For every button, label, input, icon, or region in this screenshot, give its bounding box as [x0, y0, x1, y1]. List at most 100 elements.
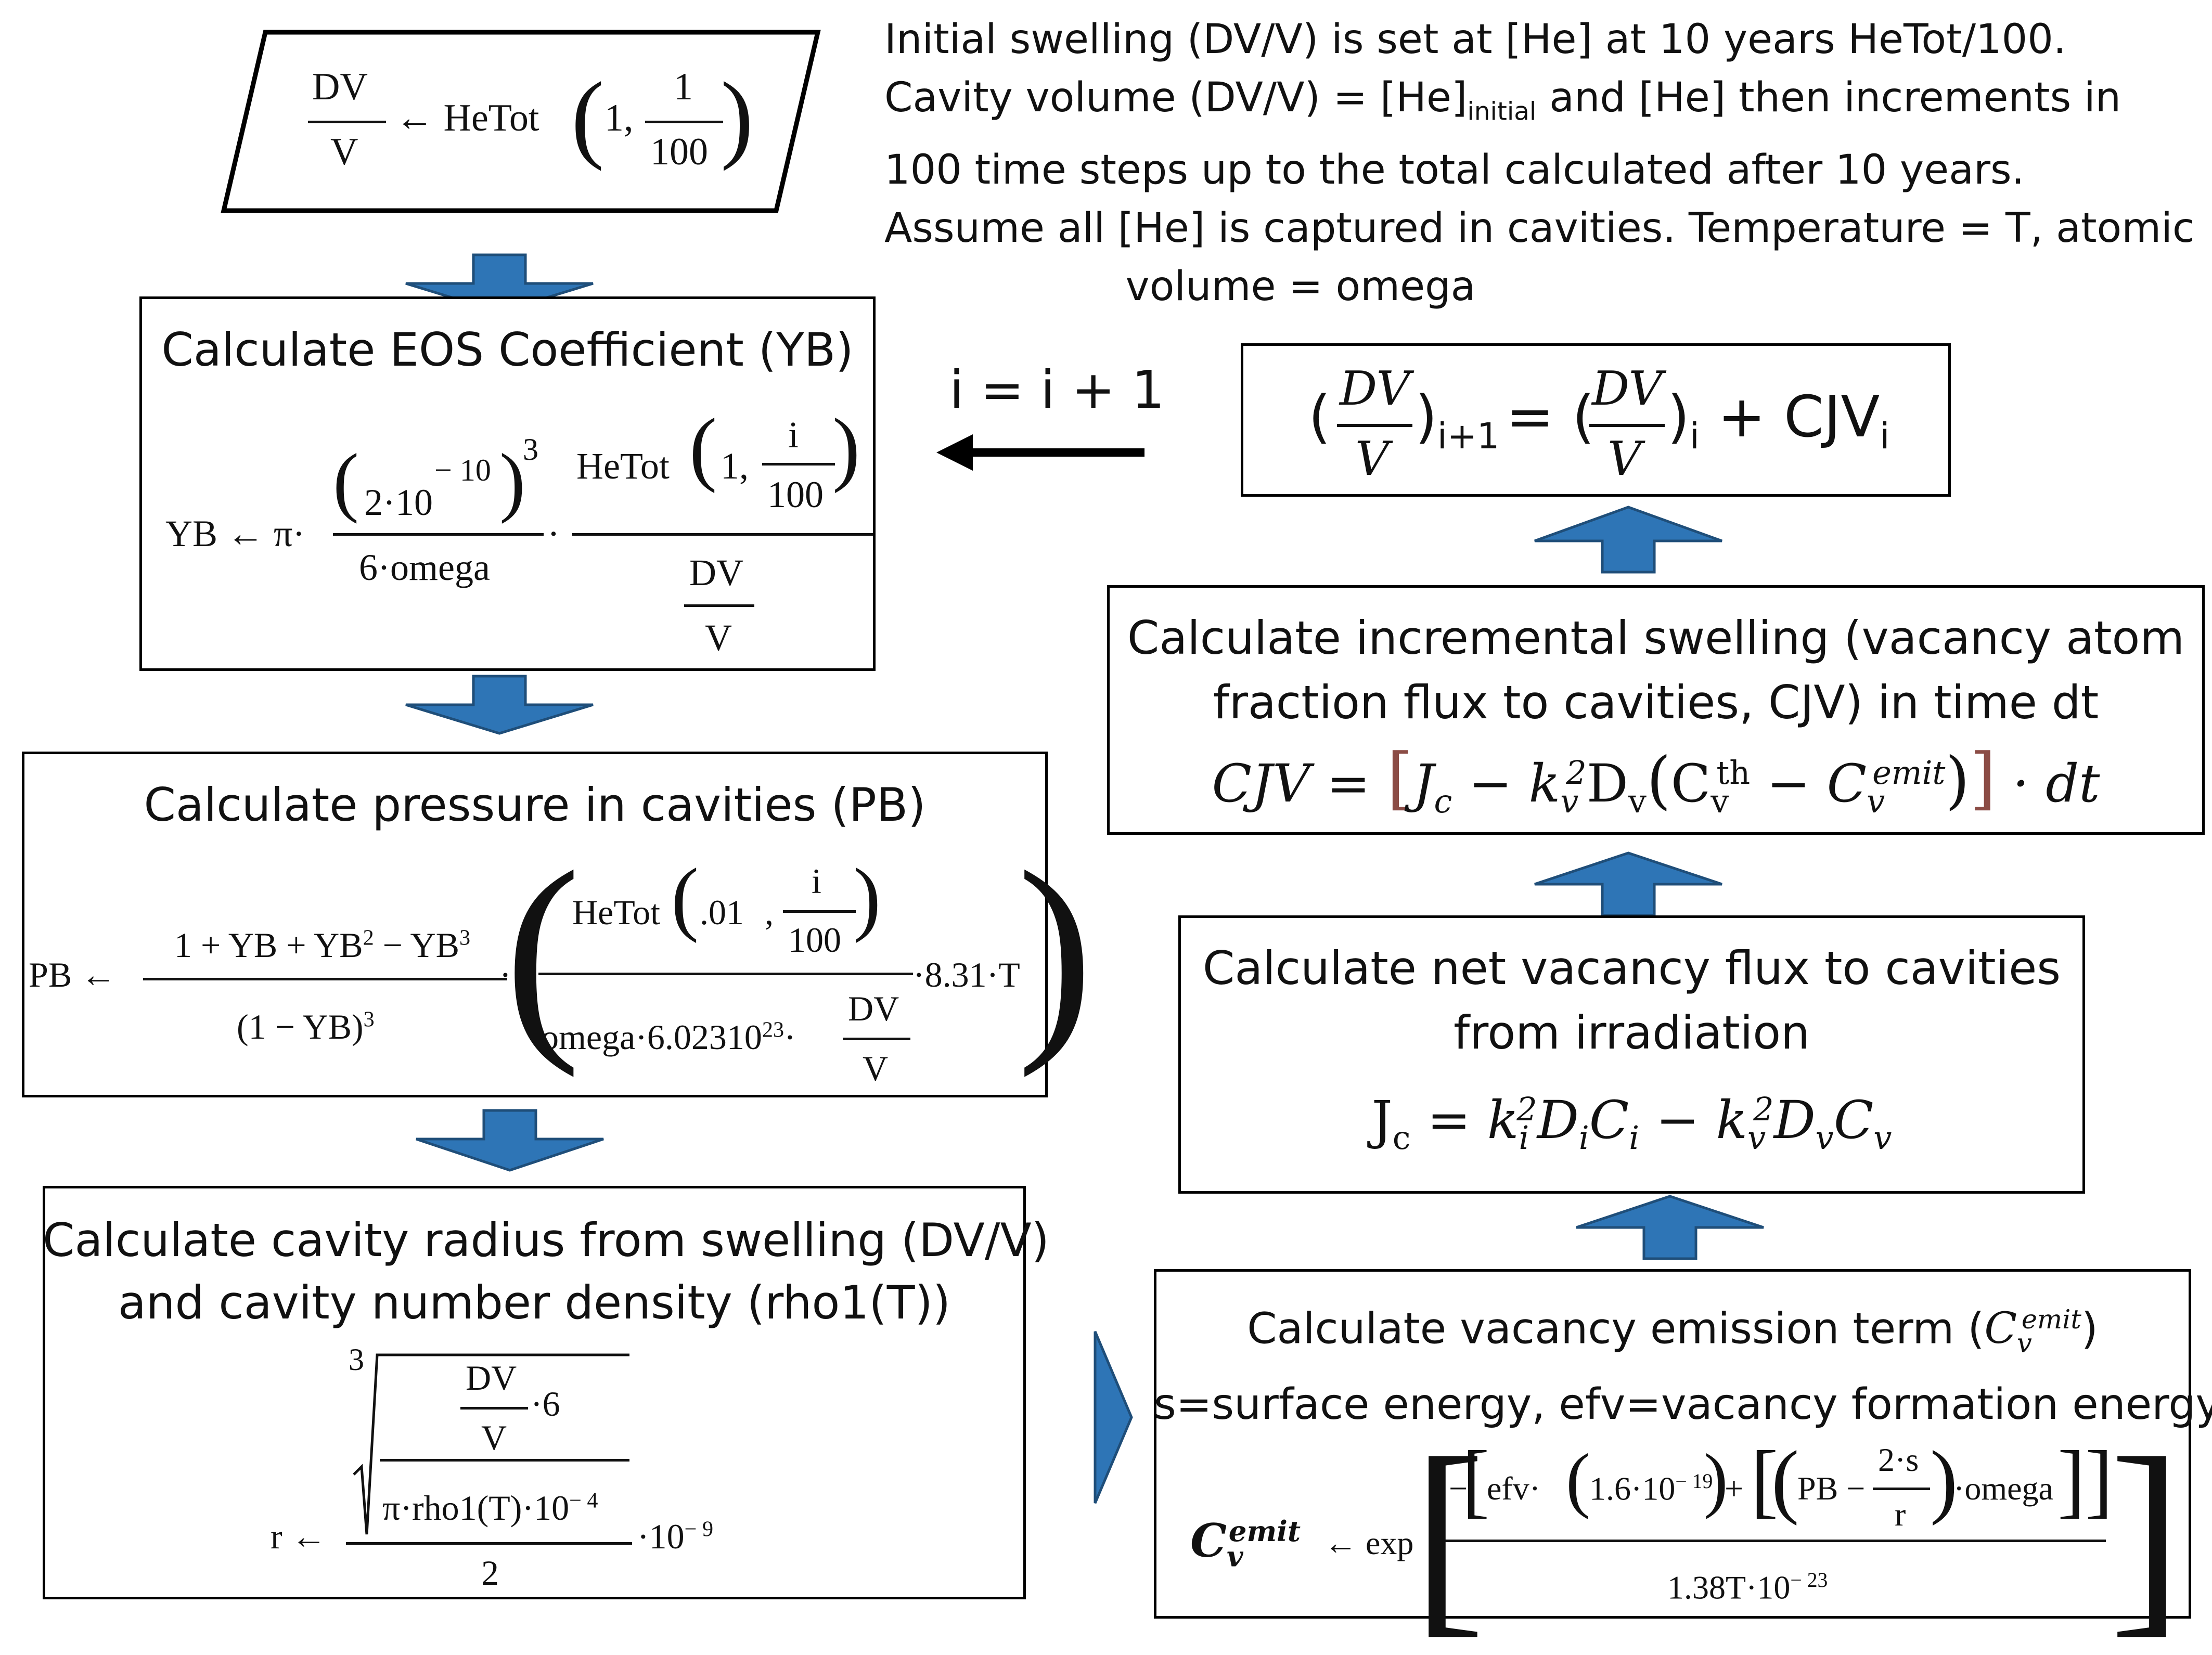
yb-dvbar: [684, 604, 754, 607]
loop-arrow-head: [936, 434, 973, 471]
start-arrow-fn: ← HeTot: [395, 97, 539, 139]
pb-comma: ,: [765, 893, 774, 932]
yb-den1: 6·omega: [359, 547, 490, 588]
update-v-2: V: [1607, 432, 1641, 486]
update-tail: )i + CJVi: [1667, 383, 1890, 457]
pb-bar1: [143, 978, 507, 980]
emission-den: 1.38T·10− 23: [1667, 1569, 1828, 1606]
emission-pb: PB −: [1797, 1470, 1866, 1507]
yb-ibar: [762, 463, 835, 466]
pb-v: V: [863, 1049, 889, 1088]
right-arrow: [1094, 1331, 1133, 1504]
yb-arg1: 1,: [721, 445, 749, 487]
cjv-title: Calculate incremental swelling (vacancy …: [1107, 606, 2205, 735]
radius-root-index: 3: [349, 1342, 364, 1377]
yb-arg-rparen: ): [832, 401, 860, 494]
radius-lhs: r ←: [271, 1517, 327, 1556]
start-v: V: [330, 131, 358, 173]
yb-pow3: 3: [523, 432, 538, 467]
yb-arg-lparen: (: [689, 401, 717, 494]
up-arrow-1: [1576, 1195, 1764, 1260]
emission-efv: efv·: [1487, 1470, 1541, 1507]
emission-big-lbracket: [: [1412, 1413, 1485, 1655]
pb-num: 1 + YB + YB2 − YB3: [174, 925, 471, 965]
emission-r: r: [1895, 1496, 1906, 1533]
start-fraction-bar: [308, 121, 386, 123]
emission-efv-lparen: (: [1566, 1439, 1590, 1520]
radius-title: Calculate cavity radius from swelling (D…: [43, 1209, 1049, 1334]
emission-rbrackets: ]]: [2057, 1433, 2113, 1526]
emission-lhs: Cvemit: [1190, 1514, 1301, 1573]
radius-v: V: [481, 1418, 507, 1457]
yb-title: Calculate EOS Coefficient (YB): [161, 323, 854, 377]
emission-arrow-fn: ← exp: [1324, 1524, 1414, 1561]
start-rparen: ): [721, 62, 754, 172]
loop-label: i = i + 1: [949, 359, 1165, 420]
radius-six: ·6: [531, 1384, 560, 1424]
emission-title-line-2: s=surface energy, efv=vacancy formation …: [1154, 1379, 2212, 1429]
jc-title-line-2: from irradiation: [1454, 1006, 1810, 1059]
yb-dot: ·: [547, 513, 560, 554]
pb-arg-rparen: ): [853, 851, 881, 943]
pb-den2: omega·6.0231023·: [541, 1017, 796, 1057]
update-dv-1: DV: [1340, 361, 1410, 416]
cjv-formula: CJV = [Jc − kv2Dv(Cvth − Cvemit)] · dt: [1212, 739, 2100, 820]
start-arg-den: 100: [650, 131, 708, 173]
yb-lparen: (: [333, 438, 359, 524]
pb-big-rparen: ): [1017, 825, 1094, 1078]
update-v-1: V: [1355, 432, 1389, 486]
start-arg1: 1,: [605, 97, 634, 139]
update-lparen-1: (: [1308, 383, 1331, 450]
radius-bar2: [346, 1542, 632, 1545]
radius-dv: DV: [466, 1358, 517, 1398]
start-lparen: (: [571, 62, 605, 172]
emission-plus: +: [1725, 1470, 1744, 1507]
pb-dot: ·: [499, 955, 511, 994]
yb-hundred: 100: [767, 474, 824, 515]
yb-num1: 2·10: [364, 482, 433, 523]
pb-title: Calculate pressure in cavities (PB): [144, 778, 926, 832]
start-arg-bar: [645, 121, 723, 123]
emission-s-bar: [1873, 1488, 1930, 1490]
start-dv: DV: [312, 66, 368, 108]
radius-box: [43, 1186, 1026, 1599]
cjv-box: [1107, 585, 2205, 835]
pb-tail: ·8.31·T: [913, 955, 1020, 994]
yb-dv: DV: [689, 552, 743, 593]
emission-rparen-4: ): [1930, 1433, 1958, 1526]
pb-bar2: [538, 973, 913, 975]
update-bar-2: [1589, 424, 1665, 427]
pb-ibar: [783, 910, 856, 913]
intro-line-2: Cavity volume (DV/V) = [He]initial and […: [884, 74, 2121, 126]
start-parallelogram: [221, 30, 821, 213]
pb-arg1: .01: [700, 893, 744, 932]
emission-lbracket-3: [: [1751, 1433, 1779, 1526]
yb-box: [139, 296, 876, 671]
update-rparen-1: )i+1: [1415, 383, 1500, 457]
cjv-title-line-1: Calculate incremental swelling (vacancy …: [1127, 611, 2185, 665]
emission-lparen-4: (: [1771, 1433, 1799, 1526]
jc-title-line-1: Calculate net vacancy flux to cavities: [1202, 941, 2061, 995]
emission-big-rbracket: ]: [2110, 1413, 2182, 1655]
emission-title-line-1: Calculate vacancy emission term (Cvemit): [1247, 1304, 2098, 1359]
radius-dvbar: [460, 1407, 528, 1410]
emission-efv-val: 1.6·10− 19: [1589, 1470, 1713, 1507]
pb-lhs: PB ←: [29, 955, 117, 994]
yb-lhs: YB ← π·: [165, 513, 305, 554]
emission-box: [1154, 1269, 2191, 1619]
pb-fn: HeTot: [572, 893, 660, 932]
down-arrow-2: [405, 675, 594, 735]
emission-minus: −: [1449, 1470, 1468, 1507]
cjv-title-line-2: fraction flux to cavities, CJV) in time …: [1213, 676, 2099, 729]
update-dv-2: DV: [1592, 361, 1663, 416]
yb-v: V: [705, 617, 732, 658]
yb-bar2: [572, 533, 873, 536]
pb-arg-lparen: (: [671, 851, 699, 943]
yb-fn: HeTot: [576, 445, 670, 487]
radius-tail: ·10− 9: [637, 1517, 714, 1556]
intro-text: Initial swelling (DV/V) is set at [He] a…: [884, 10, 2195, 316]
radius-title-line-1: Calculate cavity radius from swelling (D…: [43, 1213, 1049, 1267]
yb-rparen: ): [499, 438, 525, 524]
